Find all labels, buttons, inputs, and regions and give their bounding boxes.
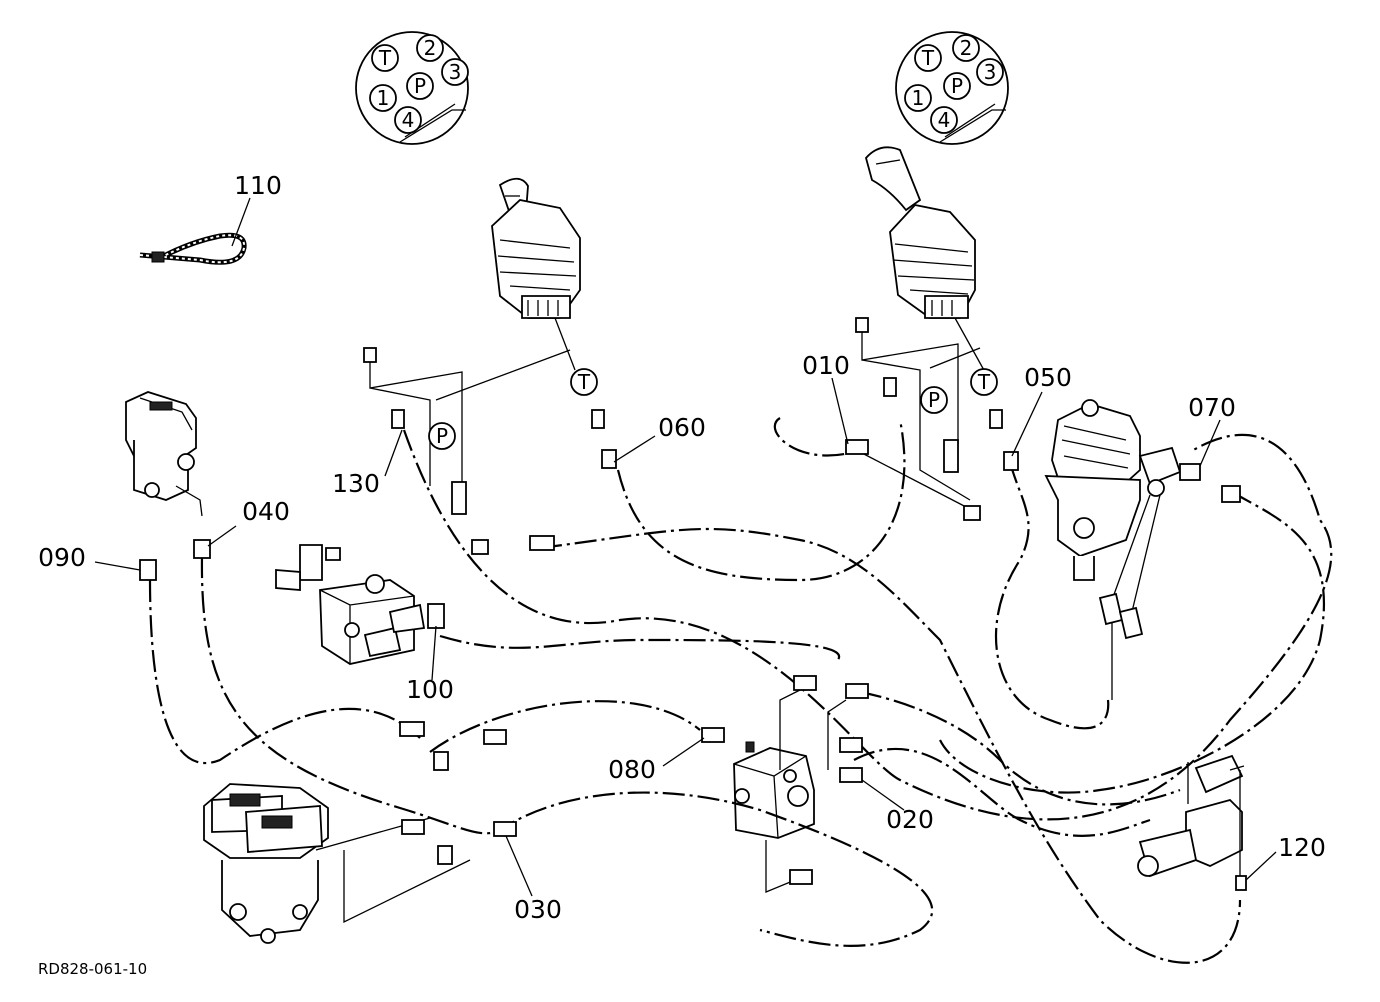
callout-020: 020	[886, 805, 934, 834]
port-t-label: T	[921, 46, 935, 70]
callout-080: 080	[608, 755, 656, 784]
port-3-label: 3	[984, 60, 997, 84]
selector-valve	[1044, 399, 1182, 700]
port-2-label: 2	[424, 36, 437, 60]
callout-120: 120	[1278, 833, 1326, 862]
swing-pedal-valve	[125, 391, 203, 517]
callout-070: 070	[1188, 393, 1236, 422]
tag-t-right: T	[977, 370, 991, 394]
shuttle-valve-block	[733, 741, 815, 839]
port-2-label: 2	[960, 36, 973, 60]
drawing-code: RD828-061-10	[38, 960, 147, 978]
left-joystick	[491, 177, 581, 371]
callout-100: 100	[406, 675, 454, 704]
port-4-label: 4	[938, 108, 951, 132]
port-1-label: 1	[912, 86, 925, 110]
tag-p-right: P	[928, 388, 940, 412]
solenoid-valve	[1137, 754, 1247, 891]
callout-110: 110	[234, 171, 282, 200]
port-p-label: P	[951, 74, 963, 98]
tag-t-left: T	[577, 370, 591, 394]
callout-050: 050	[1024, 363, 1072, 392]
control-valve-block	[275, 544, 426, 665]
port-layout-right: T 2 3 P 1 4	[895, 31, 1009, 145]
cable-tie	[139, 232, 247, 265]
port-tags: T P T P	[428, 368, 998, 450]
port-layout-left: T 2 3 P 1 4	[355, 31, 469, 145]
port-3-label: 3	[449, 60, 462, 84]
callout-130: 130	[332, 469, 380, 498]
right-joystick	[865, 146, 986, 373]
port-t-label: T	[378, 46, 392, 70]
callouts: 110 130 060 010 050 070 040 090 100 080 …	[38, 171, 1326, 924]
callout-leaders	[94, 197, 1277, 897]
callout-030: 030	[514, 895, 562, 924]
hose-fittings	[139, 317, 1241, 885]
port-p-label: P	[414, 74, 426, 98]
port-4-label: 4	[402, 108, 415, 132]
leader-lines	[315, 330, 1189, 924]
travel-pedal-valve	[203, 783, 329, 944]
callout-090: 090	[38, 543, 86, 572]
tag-p-left: P	[436, 424, 448, 448]
hoses	[148, 417, 1333, 964]
port-1-label: 1	[377, 86, 390, 110]
callout-060: 060	[658, 413, 706, 442]
callout-040: 040	[242, 497, 290, 526]
callout-010: 010	[802, 351, 850, 380]
